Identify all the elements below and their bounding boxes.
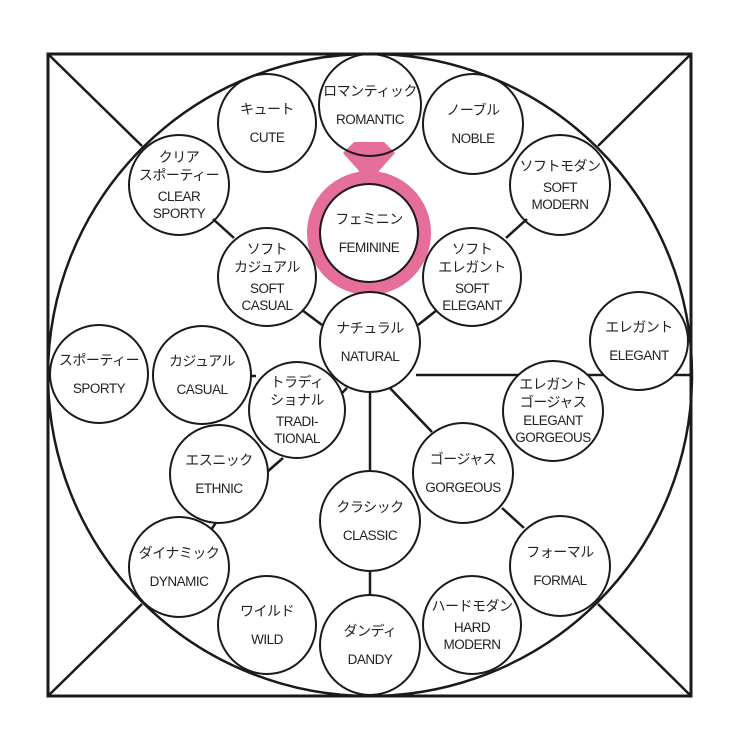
node-natural[interactable]: ナチュラル NATURAL (319, 291, 421, 393)
node-label-ja: エレガント ゴージャス (519, 377, 587, 411)
node-clear-sporty[interactable]: クリア スポーティー CLEAR SPORTY (128, 134, 230, 236)
node-label-en: SOFT CASUAL (241, 280, 293, 313)
node-label-en: CLASSIC (342, 527, 398, 543)
node-soft-modern[interactable]: ソフトモダン SOFT MODERN (509, 134, 611, 236)
node-label-ja: ソフト エレガント (438, 241, 506, 276)
node-label-ja: クリア スポーティー (138, 149, 220, 184)
node-label-en: TRADI- TIONAL (274, 413, 320, 446)
node-label-en: SPORTY (72, 380, 126, 396)
node-label-ja: フェミニン (335, 211, 403, 228)
node-label-en: DANDY (347, 651, 393, 667)
node-elegant[interactable]: エレガント ELEGANT (589, 291, 689, 391)
node-classic[interactable]: クラシック CLASSIC (319, 470, 421, 572)
node-label-en: DYNAMIC (149, 573, 209, 589)
node-label-en: ELEGANT GORGEOUS (515, 413, 591, 445)
node-label-en: FEMININE (338, 239, 400, 255)
node-ethnic[interactable]: エスニック ETHNIC (169, 424, 269, 524)
node-gorgeous[interactable]: ゴージャス GORGEOUS (412, 422, 514, 524)
node-label-en: FORMAL (533, 572, 587, 588)
node-soft-casual[interactable]: ソフト カジュアル SOFT CASUAL (217, 227, 317, 327)
node-label-en: ELEGANT (609, 347, 669, 363)
node-label-ja: ソフトモダン (519, 158, 602, 175)
node-label-en: ROMANTIC (336, 111, 405, 127)
node-feminine[interactable]: フェミニン FEMININE (319, 183, 419, 283)
node-sporty[interactable]: スポーティー SPORTY (49, 324, 149, 424)
diagonal-top-left (47, 53, 143, 147)
node-casual[interactable]: カジュアル CASUAL (152, 325, 252, 425)
node-formal[interactable]: フォーマル FORMAL (509, 515, 611, 617)
node-label-ja: フォーマル (526, 544, 594, 561)
node-label-ja: ダイナミック (138, 545, 220, 562)
node-label-ja: ゴージャス (429, 451, 497, 468)
node-label-ja: エレガント (605, 319, 673, 336)
node-traditional[interactable]: トラディ ショナル TRADI- TIONAL (248, 361, 346, 459)
node-soft-elegant[interactable]: ソフト エレガント SOFT ELEGANT (422, 227, 522, 327)
node-label-ja: クラシック (336, 499, 404, 516)
node-label-en: NATURAL (340, 348, 400, 364)
node-label-en: NOBLE (451, 130, 495, 146)
node-label-en: SOFT MODERN (531, 179, 590, 212)
node-label-ja: カジュアル (168, 353, 236, 370)
node-label-ja: ノーブル (446, 102, 500, 119)
node-label-en: CLEAR SPORTY (152, 188, 206, 221)
node-dynamic[interactable]: ダイナミック DYNAMIC (128, 516, 230, 618)
node-label-ja: ワイルド (240, 603, 295, 620)
node-hard-modern[interactable]: ハードモダン HARD MODERN (422, 575, 522, 675)
node-label-ja: トラディ ショナル (270, 374, 325, 409)
node-elegant-gorgeous[interactable]: エレガント ゴージャス ELEGANT GORGEOUS (502, 360, 604, 462)
diagonal-top-right (597, 53, 692, 147)
node-label-en: ETHNIC (195, 480, 243, 496)
node-label-en: WILD (251, 631, 283, 647)
node-label-ja: ソフト カジュアル (233, 241, 301, 276)
node-label-ja: ダンディ (343, 623, 397, 640)
node-romantic[interactable]: ロマンティック ROMANTIC (318, 53, 422, 157)
node-label-ja: キュート (240, 101, 295, 118)
node-label-ja: スポーティー (58, 352, 140, 369)
node-label-en: SOFT ELEGANT (442, 280, 502, 313)
node-dandy[interactable]: ダンディ DANDY (319, 594, 421, 696)
node-label-ja: ロマンティック (323, 83, 417, 100)
node-wild[interactable]: ワイルド WILD (217, 575, 317, 675)
node-label-ja: ハードモダン (431, 598, 514, 615)
node-label-en: CUTE (249, 129, 285, 145)
diagonal-bottom-left (47, 603, 143, 697)
node-label-ja: エスニック (185, 452, 253, 469)
node-label-ja: ナチュラル (336, 320, 404, 337)
node-label-en: HARD MODERN (443, 619, 502, 652)
node-cute[interactable]: キュート CUTE (217, 73, 317, 173)
diagonal-bottom-right (597, 603, 692, 697)
node-label-en: GORGEOUS (425, 479, 501, 495)
node-label-en: CASUAL (176, 381, 228, 397)
node-noble[interactable]: ノーブル NOBLE (422, 73, 524, 175)
